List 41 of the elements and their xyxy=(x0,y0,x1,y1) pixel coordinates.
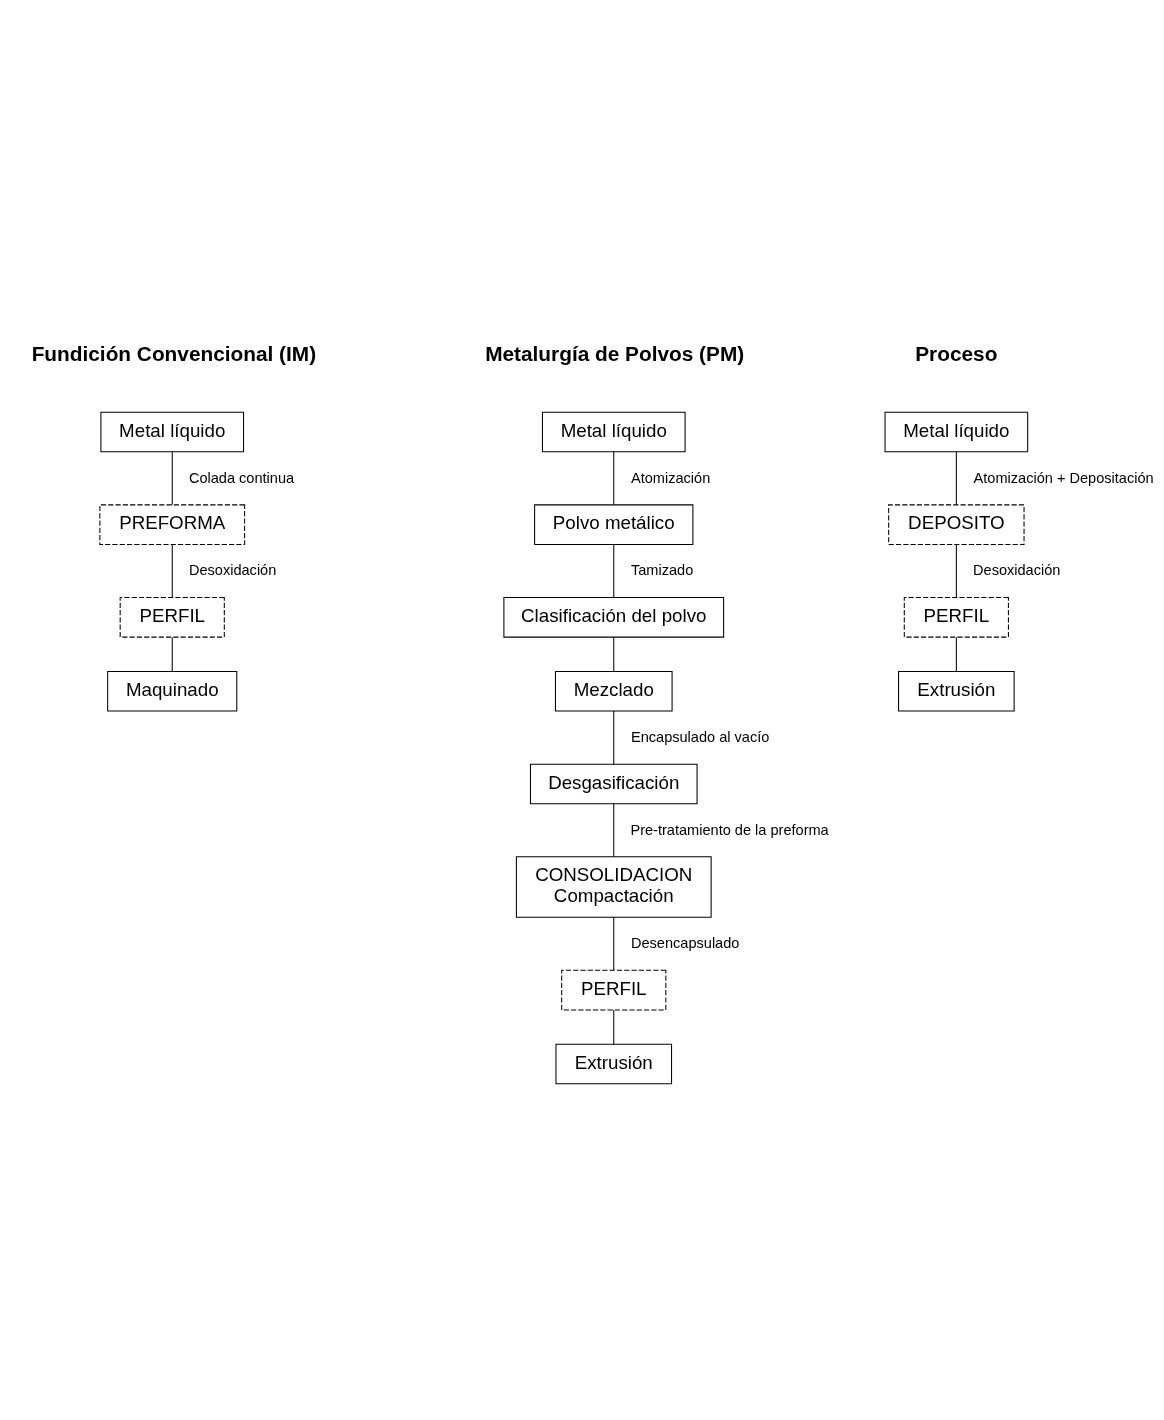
edge-label: Encapsulado al vacío xyxy=(630,728,770,745)
label: Fundición Convencional (IM) xyxy=(31,342,317,366)
node-box: Desgasificación xyxy=(529,763,698,805)
connector xyxy=(613,710,615,765)
connector xyxy=(613,636,615,672)
edge-label: Atomización xyxy=(630,469,711,486)
connector xyxy=(613,451,615,506)
node-box: Metal líquido xyxy=(541,411,686,453)
node-box: Metal líquido xyxy=(100,411,245,453)
node-box: Clasificación del polvo xyxy=(503,597,725,638)
connector xyxy=(171,543,173,599)
node-box: Maquinado xyxy=(107,670,238,712)
connector xyxy=(613,916,615,971)
connector xyxy=(613,1009,615,1045)
node-box: Extrusión xyxy=(898,670,1015,712)
connector xyxy=(171,451,173,506)
connector xyxy=(955,543,957,599)
edge-label: Tamizado xyxy=(630,562,694,579)
node-box: Mezclado xyxy=(554,670,673,712)
node-box: PERFIL xyxy=(561,969,667,1011)
connector xyxy=(955,451,957,506)
edge-label: Desoxidación xyxy=(973,562,1061,579)
node-box: Metal líquido xyxy=(884,411,1029,453)
node-box: Polvo metálico xyxy=(534,504,694,545)
connector xyxy=(613,803,615,858)
node-box: Extrusión xyxy=(555,1043,673,1085)
node-box: CONSOLIDACION Compactación xyxy=(515,856,712,918)
edge-label: Desencapsulado xyxy=(630,935,740,952)
node-box: PERFIL xyxy=(903,597,1009,638)
edge-label: Pre-tratamiento de la preforma xyxy=(630,821,829,838)
label: Proceso xyxy=(915,342,998,366)
connector xyxy=(613,543,615,599)
edge-label: Colada continua xyxy=(188,469,295,486)
node-box: DEPOSITO xyxy=(888,504,1025,545)
edge-label: Desoxidación xyxy=(188,562,277,579)
label: Metalurgía de Polvos (PM) xyxy=(485,342,745,366)
connector xyxy=(955,636,957,672)
edge-label: Atomización + Depositación xyxy=(973,469,1154,486)
node-box: PERFIL xyxy=(119,597,225,638)
connector xyxy=(171,636,173,672)
node-box: PREFORMA xyxy=(99,504,246,545)
